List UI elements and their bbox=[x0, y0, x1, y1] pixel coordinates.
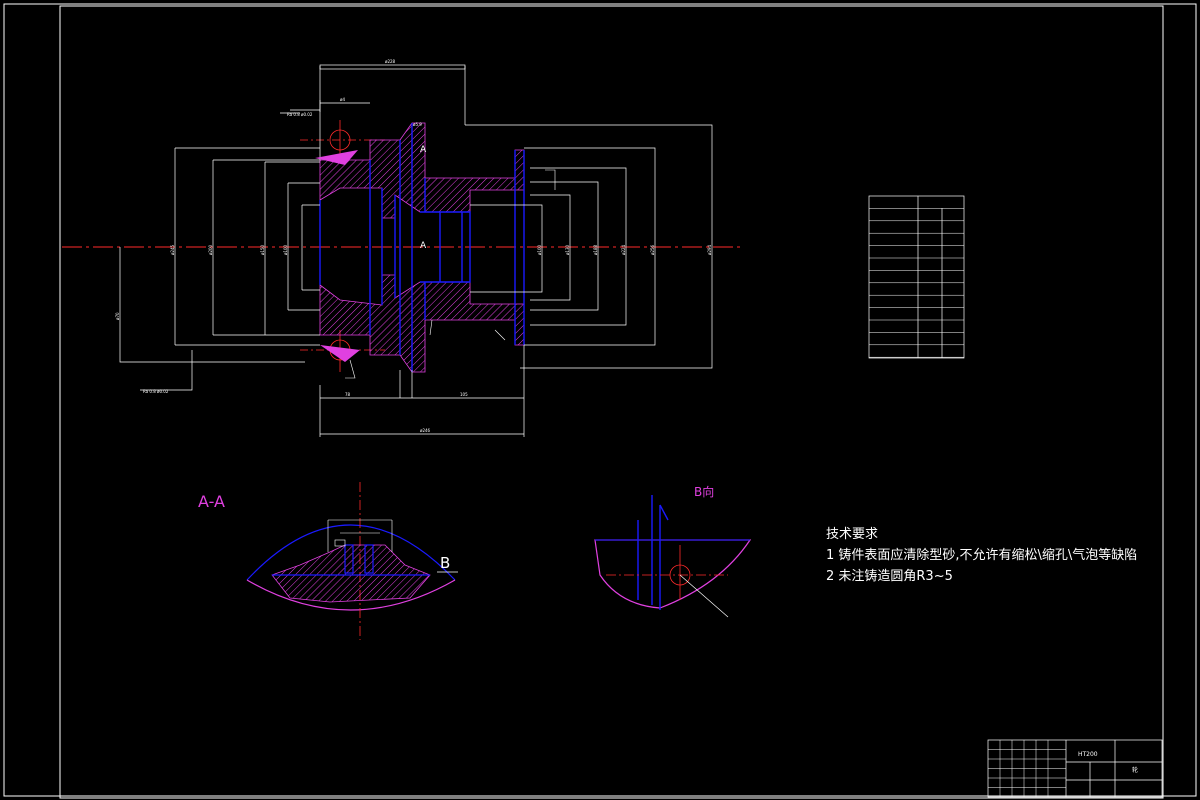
hatched-hub-upper bbox=[319, 122, 525, 219]
section-aa-title: A-A bbox=[198, 492, 225, 511]
tech-heading: 技术要求 bbox=[826, 527, 879, 542]
section-mark-a-lower: A bbox=[420, 241, 427, 251]
view-b bbox=[594, 495, 752, 618]
tech-item-1: 1 铸件表面应清除型砂,不允许有缩松\缩孔\气泡等缺陷 bbox=[826, 548, 1138, 563]
svg-text:ø130: ø130 bbox=[565, 244, 570, 255]
svg-text:ø100: ø100 bbox=[537, 244, 542, 255]
svg-text:ø246: ø246 bbox=[420, 428, 431, 433]
svg-text:ø5.9: ø5.9 bbox=[413, 122, 422, 127]
svg-text:ø70: ø70 bbox=[115, 312, 120, 320]
section-aa-view bbox=[246, 482, 456, 640]
svg-text:78: 78 bbox=[345, 392, 351, 397]
svg-text:ø188: ø188 bbox=[593, 244, 598, 255]
svg-text:ø224: ø224 bbox=[621, 244, 626, 255]
svg-text:ø256: ø256 bbox=[650, 244, 655, 255]
section-aa-marker-b: B bbox=[440, 554, 450, 572]
svg-text:ø294: ø294 bbox=[707, 244, 712, 255]
diameter-dimensions bbox=[119, 64, 713, 437]
outer-border bbox=[3, 3, 1197, 797]
svg-text:Ra 0.8 ø0.02: Ra 0.8 ø0.02 bbox=[143, 389, 169, 394]
main-section-view: ø228 ø4 ø246 78 105 ø5.9 Ra 0.8 ø0.02 Ra… bbox=[62, 59, 740, 437]
svg-text:ø228: ø228 bbox=[385, 59, 396, 64]
tech-item-2: 2 未注铸造圆角R3~5 bbox=[826, 569, 953, 584]
technical-requirements: 技术要求 1 铸件表面应清除型砂,不允许有缩松\缩孔\气泡等缺陷 2 未注铸造圆… bbox=[826, 524, 1137, 587]
title-block-part-name: 轮 bbox=[1132, 766, 1138, 774]
svg-text:ø4: ø4 bbox=[340, 97, 345, 102]
svg-text:Ra 0.8 ø0.02: Ra 0.8 ø0.02 bbox=[287, 112, 313, 117]
svg-text:ø200: ø200 bbox=[208, 244, 213, 255]
svg-text:105: 105 bbox=[460, 392, 468, 397]
hub-outline bbox=[319, 123, 525, 372]
svg-text:ø245: ø245 bbox=[170, 244, 175, 255]
view-b-title: B向 bbox=[694, 484, 714, 499]
inner-border bbox=[59, 5, 1164, 799]
section-mark-a-upper: A bbox=[420, 145, 427, 155]
gear-parameter-table bbox=[868, 195, 965, 359]
svg-text:ø150: ø150 bbox=[260, 244, 265, 255]
title-block-material: HT200 bbox=[1078, 751, 1098, 758]
svg-text:ø100: ø100 bbox=[283, 244, 288, 255]
